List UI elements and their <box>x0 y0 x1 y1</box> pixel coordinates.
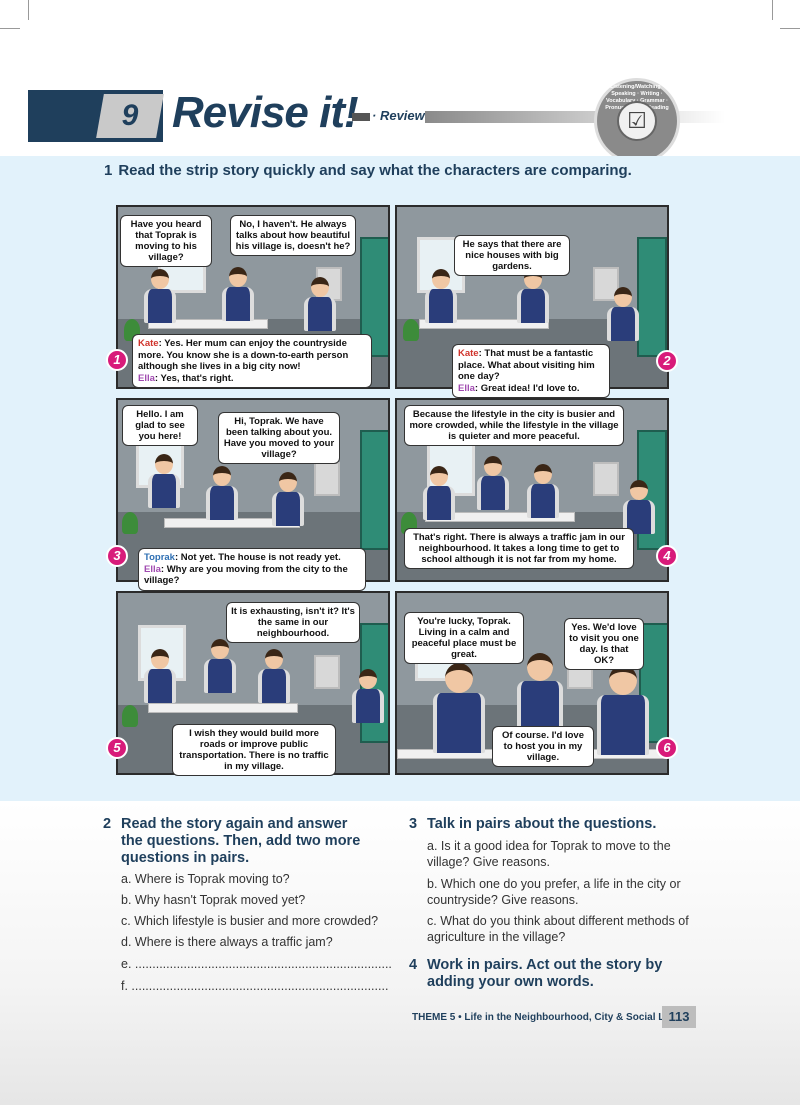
table <box>419 319 549 329</box>
person-background <box>304 277 336 331</box>
speech-bubble: Hi, Toprak. We have been talking about y… <box>218 412 340 464</box>
panel-number: 3 <box>106 545 128 567</box>
person-toprak <box>517 653 563 731</box>
person-background <box>352 669 384 723</box>
shelf <box>314 462 340 496</box>
shelf <box>314 655 340 689</box>
question-item: c. Which lifestyle is busier and more cr… <box>121 914 379 928</box>
plant <box>403 319 419 341</box>
question-item: a. Where is Toprak moving to? <box>121 872 290 886</box>
person-kate <box>425 269 457 323</box>
person-ella <box>272 472 304 526</box>
header-line <box>425 111 725 123</box>
speech-bubble: Have you heard that Toprak is moving to … <box>120 215 212 267</box>
unit-number: 9 <box>121 99 139 132</box>
page-subtitle: · Review <box>372 108 425 123</box>
person-kate <box>433 663 485 753</box>
person-kate <box>206 466 238 520</box>
question-blank[interactable]: f. .....................................… <box>121 979 389 993</box>
panel-number: 2 <box>656 350 678 372</box>
door <box>637 237 667 357</box>
person-ella <box>527 464 559 518</box>
question-item: d. Where is there always a traffic jam? <box>121 935 333 949</box>
question-item: b. Which one do you prefer, a life in th… <box>427 877 681 907</box>
table <box>148 319 268 329</box>
exercises-area <box>0 801 800 1105</box>
caption-box: Kate: That must be a fantastic place. Wh… <box>452 344 610 398</box>
panel-number: 1 <box>106 349 128 371</box>
crop-mark <box>28 0 29 20</box>
speech-bubble: It is exhausting, isn't it? It's the sam… <box>226 602 360 643</box>
panel-number: 5 <box>106 737 128 759</box>
table <box>148 703 298 713</box>
person-kate <box>144 269 176 323</box>
person-ella <box>258 649 290 703</box>
panel-number: 4 <box>656 545 678 567</box>
checkbox-icon: ☑ <box>617 101 657 141</box>
speech-bubble: I wish they would build more roads or im… <box>172 724 336 776</box>
person-background <box>607 287 639 341</box>
page-title: Revise it! <box>172 88 359 137</box>
caption-box: Toprak: Not yet. The house is not ready … <box>138 548 366 591</box>
person-ella <box>597 665 649 755</box>
plant <box>122 512 138 534</box>
speech-bubble: Of course. I'd love to host you in my vi… <box>492 726 594 767</box>
speech-bubble: He says that there are nice houses with … <box>454 235 570 276</box>
skills-badge: Listening/Watching · Speaking · Writing … <box>594 78 680 164</box>
crop-mark <box>772 0 773 20</box>
person-kate <box>423 466 455 520</box>
person-ella <box>517 269 549 323</box>
plant <box>122 705 138 727</box>
person-ella <box>222 267 254 321</box>
speech-bubble: No, I haven't. He always talks about how… <box>230 215 356 256</box>
person-kate <box>144 649 176 703</box>
question-item: c. What do you think about different met… <box>427 914 689 944</box>
speech-bubble: That's right. There is always a traffic … <box>404 528 634 569</box>
question-item: a. Is it a good idea for Toprak to move … <box>427 839 671 869</box>
page-number: 113 <box>662 1006 696 1028</box>
speech-bubble: You're lucky, Toprak. Living in a calm a… <box>404 612 524 664</box>
footer-theme: THEME 5 • Life in the Neighbourhood, Cit… <box>412 1012 677 1023</box>
header-dash <box>352 113 370 121</box>
question-item: b. Why hasn't Toprak moved yet? <box>121 893 306 907</box>
person-toprak <box>477 456 509 510</box>
person-toprak <box>204 639 236 693</box>
crop-mark <box>0 28 20 29</box>
shelf <box>593 462 619 496</box>
panel-number: 6 <box>656 737 678 759</box>
crop-mark <box>780 28 800 29</box>
speech-bubble: Because the lifestyle in the city is bus… <box>404 405 624 446</box>
door <box>360 430 388 550</box>
speech-bubble: Yes. We'd love to visit you one day. Is … <box>564 618 644 670</box>
caption-box: Kate: Yes. Her mum can enjoy the country… <box>132 334 372 388</box>
speech-bubble: Hello. I am glad to see you here! <box>122 405 198 446</box>
person-toprak <box>148 454 180 508</box>
question-blank[interactable]: e. .....................................… <box>121 957 392 971</box>
person-background <box>623 480 655 534</box>
